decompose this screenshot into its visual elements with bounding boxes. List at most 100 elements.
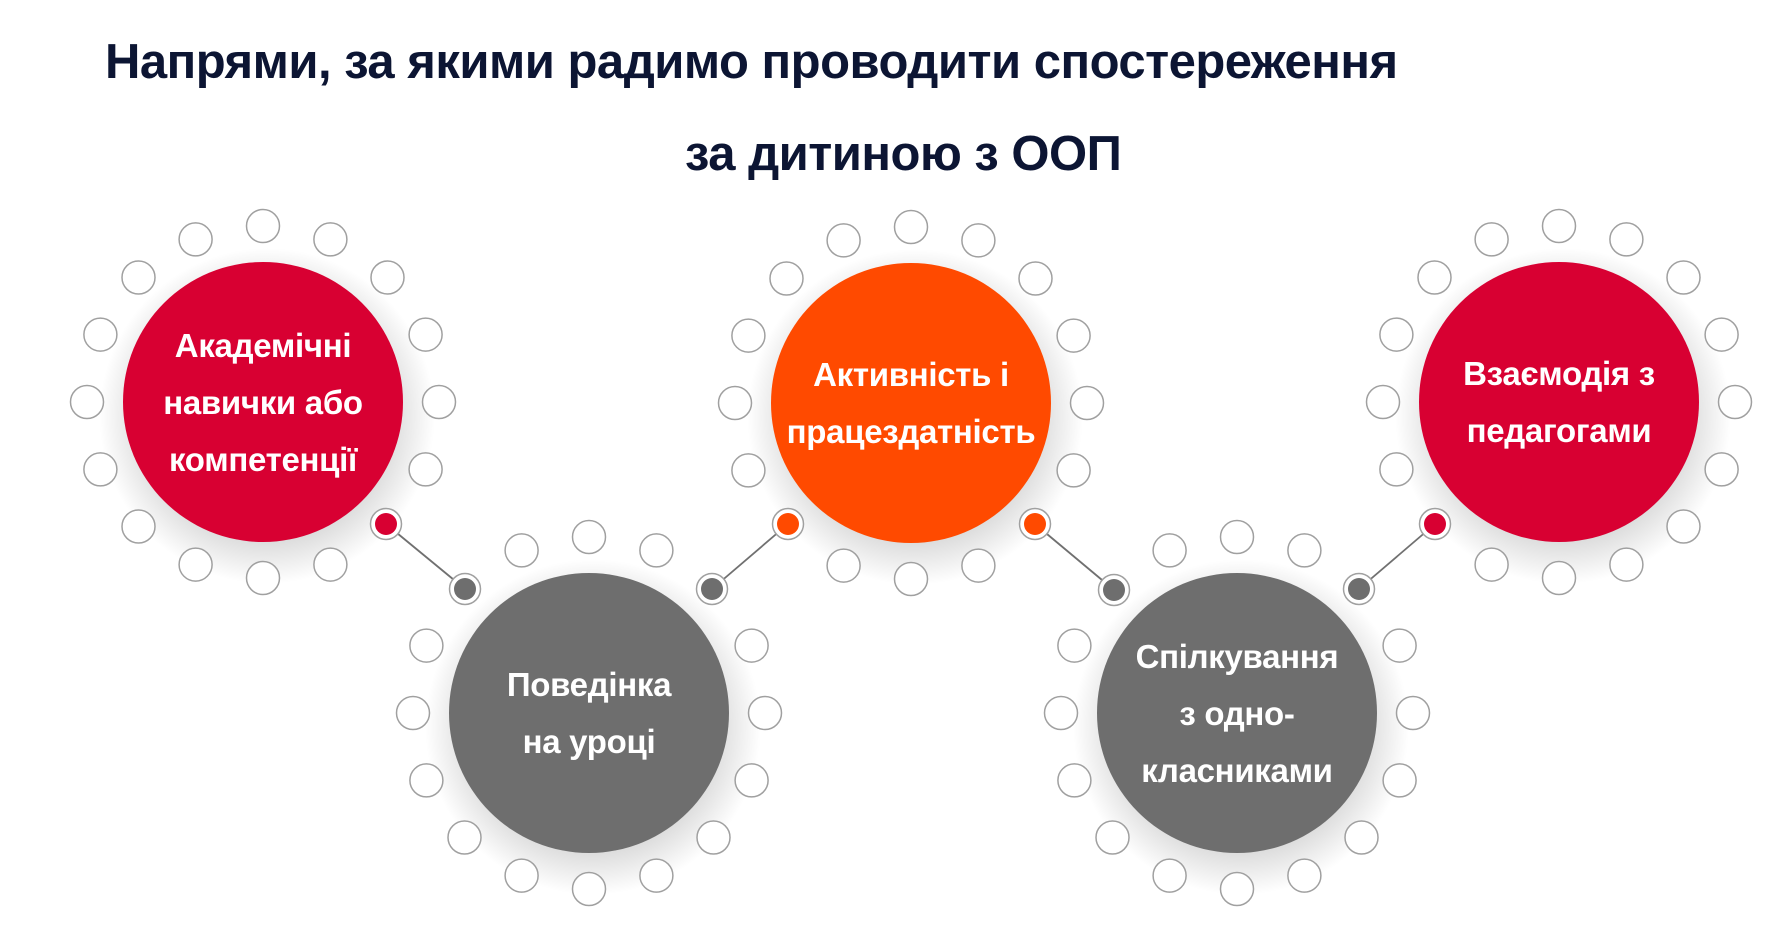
topic-circle-activity (771, 263, 1051, 543)
ring-circle (571, 519, 607, 555)
ring-circle (1219, 871, 1255, 907)
connector-dot (454, 578, 476, 600)
title-line-1: Напрями, за якими радимо проводити спост… (105, 35, 1398, 89)
topic-label-line: педагогами (1466, 412, 1652, 449)
topic-label-line: Спілкування (1135, 637, 1339, 675)
topic-circle-academic (123, 262, 403, 542)
ring-circle (1417, 260, 1452, 295)
ring-circle (1704, 452, 1739, 487)
connector-dot (375, 513, 397, 535)
ring-circle (395, 695, 431, 731)
topic-circle-communication (1097, 573, 1377, 853)
connector-line (711, 523, 789, 590)
ring-circle (504, 533, 539, 568)
ring-circle (1056, 453, 1091, 488)
ring-circle (639, 858, 674, 893)
topic-label-line: на уроці (522, 723, 656, 760)
connector-line (1034, 523, 1115, 591)
ring-circle (245, 208, 281, 244)
connector-dot (1103, 579, 1125, 601)
topic-label-line: класниками (1141, 751, 1333, 789)
ring-circle (421, 384, 457, 420)
ring-circle (178, 547, 213, 582)
ring-circle (717, 385, 753, 421)
ring-circle (1382, 763, 1417, 798)
ring-circle (447, 820, 482, 855)
connector-dot (1424, 513, 1446, 535)
ring-circle (370, 260, 405, 295)
ring-circle (731, 453, 766, 488)
ring-circle (893, 561, 929, 597)
ring-circle (408, 452, 443, 487)
ring-circle (83, 452, 118, 487)
title-line-2: за дитиною з ООП (685, 127, 1122, 181)
topic-label-line: Активність і (813, 356, 1009, 393)
ring-circle (1056, 318, 1091, 353)
ring-circle (313, 222, 348, 257)
ring-circle (1018, 261, 1053, 296)
topic-label-communication: Спілкування з одно-класниками (1097, 573, 1377, 853)
ring-circle (313, 547, 348, 582)
topic-label-line: Поведінка (506, 666, 672, 703)
ring-circle (961, 223, 996, 258)
ring-circle (1287, 858, 1322, 893)
ring-circle (747, 695, 783, 731)
ring-circle (571, 871, 607, 907)
ring-circle (83, 317, 118, 352)
topic-label-activity: Активність і працездатність (771, 263, 1051, 543)
topic-circle-behavior (449, 573, 729, 853)
ring-circle (245, 560, 281, 596)
ring-circle (1474, 222, 1509, 257)
connector-dot (1348, 578, 1370, 600)
ring-circle (731, 318, 766, 353)
ring-circle (1541, 560, 1577, 596)
ring-circle (1717, 384, 1753, 420)
ring-circle (1287, 533, 1322, 568)
ring-circle (1152, 533, 1187, 568)
ring-circle (639, 533, 674, 568)
topic-label-line: працездатність (786, 413, 1036, 450)
ring-circle (1152, 858, 1187, 893)
ring-circle (1365, 384, 1401, 420)
ring-circle (734, 763, 769, 798)
connector-dot (701, 578, 723, 600)
ring-circle (1666, 260, 1701, 295)
ring-circle (1095, 820, 1130, 855)
ring-circle (696, 820, 731, 855)
ring-circle (1057, 628, 1092, 663)
topic-label-behavior: Поведінка на уроці (449, 573, 729, 853)
topic-label-line: компетенції (169, 440, 357, 478)
ring-circle (504, 858, 539, 893)
topic-circle-teachers (1419, 262, 1699, 542)
topic-label-line: навички або (163, 383, 363, 421)
topic-label-line: з одно- (1179, 694, 1295, 732)
ring-circle (1379, 452, 1414, 487)
topic-label-line: Академічні (174, 326, 352, 364)
topic-label-academic: Академічні навички або компетенції (123, 262, 403, 542)
ring-circle (1666, 509, 1701, 544)
ring-circle (121, 509, 156, 544)
ring-circle (1379, 317, 1414, 352)
ring-circle (1057, 763, 1092, 798)
ring-circle (769, 261, 804, 296)
ring-circle (1344, 820, 1379, 855)
ring-circle (1609, 222, 1644, 257)
ring-circle (826, 223, 861, 258)
ring-circle (961, 548, 996, 583)
ring-circle (826, 548, 861, 583)
ring-circle (69, 384, 105, 420)
connector-dot (777, 513, 799, 535)
ring-circle (178, 222, 213, 257)
ring-circle (1541, 208, 1577, 244)
connector-dot (1024, 513, 1046, 535)
ring-circle (1382, 628, 1417, 663)
connector-line (385, 523, 466, 590)
ring-circle (893, 209, 929, 245)
ring-circle (734, 628, 769, 663)
ring-circle (1395, 695, 1431, 731)
ring-circle (1474, 547, 1509, 582)
ring-circle (1069, 385, 1105, 421)
connector-line (1358, 523, 1436, 590)
